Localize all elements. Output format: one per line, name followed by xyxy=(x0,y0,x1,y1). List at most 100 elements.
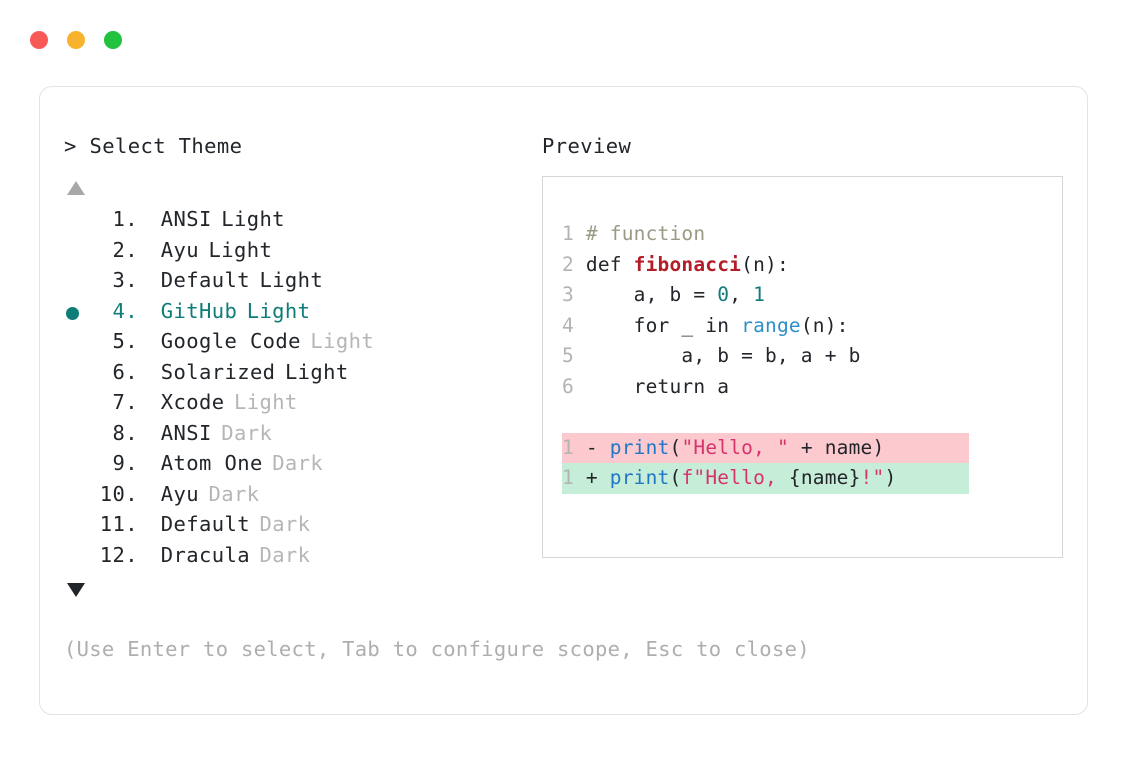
theme-item-index: 6. xyxy=(112,359,138,384)
diff-marker: - xyxy=(585,435,610,459)
theme-item-spacer xyxy=(138,421,161,445)
code-token: print xyxy=(609,435,670,459)
theme-item-name: Dracula xyxy=(160,542,250,567)
code-token: {name} xyxy=(788,466,861,489)
theme-item-variant: Light xyxy=(284,359,349,384)
code-token: ( xyxy=(669,435,682,459)
theme-item-variant: Light xyxy=(233,390,298,414)
theme-item-name: Xcode xyxy=(160,390,225,414)
theme-item-index: 3. xyxy=(112,268,138,292)
selection-indicator xyxy=(64,238,94,269)
code-token: return a xyxy=(585,374,730,398)
theme-item-spacer xyxy=(138,543,161,567)
theme-item-index: 7. xyxy=(112,390,138,414)
keyboard-hint: (Use Enter to select, Tab to configure s… xyxy=(64,637,810,661)
line-number: 3 xyxy=(562,283,586,306)
diff-line-added: 1 + print(f"Hello, {name}!") xyxy=(562,463,969,494)
selection-indicator xyxy=(64,451,94,482)
prompt-heading: > Select Theme xyxy=(64,134,243,158)
code-token: f"Hello, xyxy=(681,466,789,489)
preview-heading: Preview xyxy=(542,134,632,158)
theme-item-index: 5. xyxy=(112,329,138,353)
theme-item-variant: Light xyxy=(246,298,311,323)
selected-bullet-icon xyxy=(66,307,79,321)
selection-indicator xyxy=(64,512,94,543)
theme-item-spacer xyxy=(138,329,161,353)
selection-indicator xyxy=(64,268,94,299)
theme-item-spacer xyxy=(138,299,161,323)
code-line: 3 a, b = 0, 1 xyxy=(562,280,969,311)
code-token: , xyxy=(729,283,754,306)
theme-item-spacer xyxy=(138,512,161,536)
scroll-down-icon[interactable] xyxy=(67,583,85,597)
window-close-button[interactable] xyxy=(30,31,48,49)
line-number: 5 xyxy=(562,344,586,367)
theme-item-index: 12. xyxy=(99,542,138,567)
selection-indicator xyxy=(64,543,94,574)
theme-item-spacer xyxy=(138,482,161,506)
diff-marker: + xyxy=(585,466,610,489)
theme-item-index: 11. xyxy=(99,512,138,536)
theme-item-spacer xyxy=(138,207,161,231)
theme-item-name: Ayu xyxy=(160,481,199,506)
theme-list-item[interactable]: 1. ANSI Light xyxy=(64,207,534,238)
code-token: ( xyxy=(669,466,682,489)
window-minimize-button[interactable] xyxy=(67,31,85,49)
selection-indicator xyxy=(64,360,94,391)
code-token: ) xyxy=(884,466,897,489)
code-token: # function xyxy=(585,222,706,245)
code-line: 5 a, b = b, a + b xyxy=(562,341,969,372)
code-token: def xyxy=(585,252,634,276)
code-token: !" xyxy=(860,466,885,489)
code-token: (n): xyxy=(741,252,789,276)
line-number: 2 xyxy=(562,252,586,276)
selection-indicator xyxy=(64,390,94,421)
theme-item-index: 10. xyxy=(99,481,138,506)
code-token: for _ in xyxy=(585,313,742,337)
selection-indicator xyxy=(64,299,94,330)
selection-indicator xyxy=(64,482,94,513)
code-token: (n): xyxy=(800,313,849,337)
selection-indicator xyxy=(64,207,94,238)
theme-item-index: 1. xyxy=(112,207,138,231)
theme-item-spacer xyxy=(138,451,161,475)
theme-list-item[interactable]: 7. Xcode Light xyxy=(64,390,534,421)
theme-item-variant: Light xyxy=(208,237,273,262)
code-token: fibonacci xyxy=(633,252,742,276)
theme-item-name: Default xyxy=(160,268,250,292)
theme-item-name: Default xyxy=(160,512,250,536)
theme-item-index: 8. xyxy=(112,420,138,445)
code-line: 2 def fibonacci(n): xyxy=(562,250,969,281)
code-line: 6 return a xyxy=(562,372,969,403)
theme-item-index: 2. xyxy=(112,237,138,262)
code-token: 0 xyxy=(717,283,730,306)
line-number: 1 xyxy=(562,435,586,459)
window-maximize-button[interactable] xyxy=(104,31,122,49)
theme-item-variant: Light xyxy=(221,207,285,231)
code-token: a, b = xyxy=(585,283,718,306)
theme-item-spacer xyxy=(138,360,161,384)
scroll-up-icon[interactable] xyxy=(67,181,85,195)
theme-item-index: 9. xyxy=(112,451,138,475)
code-line: 4 for _ in range(n): xyxy=(562,311,969,342)
code-token: print xyxy=(609,466,670,489)
theme-item-variant: Dark xyxy=(272,451,324,475)
theme-item-name: ANSI xyxy=(160,207,212,231)
theme-item-spacer xyxy=(138,268,161,292)
